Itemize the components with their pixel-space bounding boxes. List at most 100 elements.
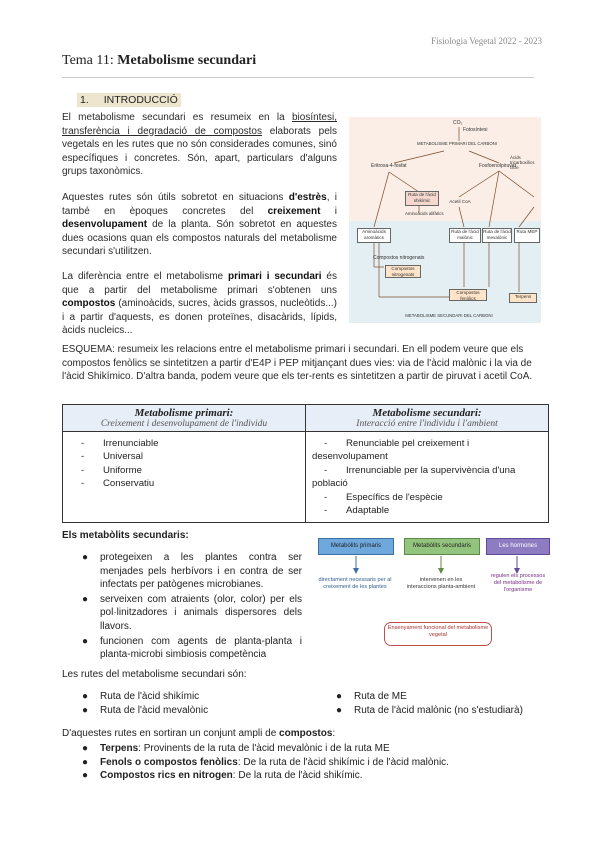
list-item: ●Ruta de l'àcid malònic (no s'estudiarà) — [336, 704, 546, 718]
intro-paragraph-2: Aquestes rutes són útils sobretot en sit… — [62, 191, 337, 259]
dash: - — [81, 478, 85, 490]
diag-shikimic: Ruta de l'àcid shikímic — [405, 191, 439, 206]
p3-text-d: (aminoàcids, sucres, àcids grassos, nucl… — [62, 298, 337, 337]
compounds-intro-text: D'aquestes rutes en sortiran un conjunt … — [62, 728, 277, 739]
dash: - — [324, 491, 328, 503]
list-item: ● Fenols o compostos fenòlics: De la ruta… — [82, 756, 542, 770]
metabolite-types-diagram: Metabòlits primaris Metabòlits secundari… — [314, 538, 550, 648]
compound-desc: : De la ruta de l'àcid shikímic i de l'à… — [237, 756, 449, 768]
dash: - — [324, 505, 328, 517]
list-item: ● Terpens: Provinents de la ruta de l'àci… — [82, 742, 542, 756]
compound-name: Fenols o compostos fenòlics — [100, 756, 238, 768]
list-item-text: serveixen com atraients (olor, color) pe… — [100, 593, 302, 632]
routes-right-list: ● Ruta de ME ●Ruta de l'àcid malònic (no … — [336, 690, 546, 717]
diag-mep: Ruta MEP — [514, 228, 540, 243]
table-list-item: - Universal — [69, 450, 299, 463]
secondary-list: ● protegeixen a les plantes contra ser me… — [82, 551, 302, 662]
compound-name: Terpens — [100, 743, 139, 754]
metabolism-diagram: CO₂ Fotosíntesi METABOLISME PRIMARI DEL … — [349, 117, 541, 323]
bullet: ● — [82, 770, 89, 782]
functional-box: Ensenyament funcional del metabolisme ve… — [384, 622, 492, 646]
dash: - — [81, 451, 85, 463]
primary-list-cell: -Irrenunciable - Universal - Uniforme - Con… — [62, 430, 306, 524]
compound-desc: : De la ruta de l'àcid shikímic. — [232, 770, 363, 782]
list-item: ● protegeixen a les plantes contra ser me… — [82, 551, 302, 592]
box-hormones: Les hormones — [486, 538, 550, 555]
compounds-intro-colon: : — [332, 728, 336, 739]
section-heading: 1. INTRODUCCIÓ — [77, 93, 181, 107]
list-item-text: Ruta de ME — [354, 691, 407, 702]
table-list-item: - Conservatiu — [69, 477, 299, 490]
item-text: Específics de l'espècie — [346, 491, 443, 503]
p3-bold-2: compostos — [62, 298, 116, 310]
list-item: ● Ruta de l'àcid mevalònic — [82, 704, 322, 718]
compound-desc: : Provinents de la ruta de l'àcid mevalò… — [138, 743, 390, 754]
item-text: Conservatiu — [103, 478, 155, 490]
diag-bottom-label: METABOLISME SECUNDARI DEL CARBONI — [405, 313, 493, 318]
diag-left-1: Eritrosa-4-fosfat — [371, 163, 407, 169]
primary-title: Metabolisme primari: — [134, 407, 234, 419]
compounds-intro: D'aquestes rutes en sortiran un conjunt … — [62, 728, 335, 739]
diag-right-1: Fosfoenolpiruvat — [479, 163, 516, 169]
secondary-desc: intervenen en les interaccions planta-am… — [406, 577, 476, 590]
diag-primary-label: METABOLISME PRIMARI DEL CARBONI — [417, 141, 497, 146]
table-row: -Irrenunciable - Universal - Uniforme - Con… — [62, 430, 549, 524]
primary-subtitle: Creixement i desenvolupament de l'indivi… — [100, 419, 268, 429]
box-secondary: Metabòlits secundaris — [404, 538, 480, 555]
list-item-text: Ruta de l'àcid malònic (no s'estudiarà) — [354, 704, 523, 716]
diag-mevalonic: Ruta de l'àcid mevalònic — [482, 228, 512, 243]
p2-text-e: de la planta. Són sobretot en aquestes d… — [62, 219, 337, 258]
list-item-text: protegeixen a les plantes contra ser men… — [100, 552, 302, 591]
diag-aa: Aminoàcids aromàtics — [357, 228, 391, 243]
dash: - — [81, 438, 85, 449]
item-text: Adaptable — [346, 505, 390, 517]
diag-nitrogen: Compostos nitrogenats — [385, 265, 421, 278]
p2-bold-2: creixement — [267, 205, 321, 217]
diag-terpens: Terpens — [509, 293, 537, 303]
compounds-intro-bold: compostos — [279, 728, 333, 739]
esquema-paragraph: ESQUEMA: resumeix les relacions entre el… — [62, 344, 533, 383]
bullet: ● — [336, 691, 343, 702]
section-number: 1. — [80, 94, 89, 106]
table-header-primary: Metabolisme primari: Creixement i desenv… — [62, 404, 306, 432]
diag-top-1: CO₂ — [453, 120, 463, 126]
compounds-list: ● Terpens: Provinents de la ruta de l'àci… — [82, 742, 542, 783]
item-text: Renunciable pel creixement i desenvolupa… — [312, 438, 470, 463]
bullet: ● — [82, 704, 89, 716]
table-header-row: Metabolisme primari: Creixement i desenv… — [62, 404, 549, 432]
intro-paragraph-1: El metabolisme secundari es resumeix en … — [62, 111, 337, 179]
p1-underlined: biosíntesi, transferència i degradació d… — [62, 112, 337, 137]
p2-text-a: Aquestes rutes són útils sobretot en sit… — [62, 192, 284, 203]
item-text: Irrenunciable per la supervivència d'una… — [312, 464, 516, 490]
bullet: ● — [82, 552, 89, 563]
page-title: Tema 11: Metabolisme secundari — [62, 53, 256, 69]
bullet: ● — [82, 743, 89, 754]
diag-top-2: Fotosíntesi — [463, 127, 488, 133]
bullet: ● — [82, 756, 89, 768]
diag-malonic: Ruta de l'àcid malònic — [449, 228, 481, 243]
table-list-item: - Específics de l'espècie — [312, 491, 542, 504]
routes-left-list: ●Ruta de l'àcid shikímic ● Ruta de l'àcid… — [82, 690, 322, 717]
diag-acetyl: Acetil CoA — [449, 199, 471, 204]
compound-name: Compostos rics en nitrogen — [100, 770, 233, 782]
title-divider — [62, 77, 534, 78]
p2-bold-1: d'estrès — [288, 192, 327, 203]
routes-heading: Les rutes del metabolisme secundari són: — [62, 669, 247, 680]
comparison-table: Metabolisme primari: Creixement i desenv… — [62, 404, 549, 524]
list-item-text: Ruta de l'àcid mevalònic — [100, 704, 209, 716]
mini-arrows — [353, 556, 520, 574]
item-text: Universal — [103, 451, 143, 463]
list-item: ●Ruta de l'àcid shikímic — [82, 690, 322, 704]
bullet: ● — [82, 635, 89, 647]
dash: - — [324, 464, 328, 476]
table-list-item: -Irrenunciable — [69, 437, 299, 450]
table-list-item: - Adaptable — [312, 504, 542, 517]
secondary-title: Metabolisme secundari: — [372, 407, 482, 419]
table-list-item: -Renunciable pel creixement i desenvolup… — [312, 437, 542, 464]
title-prefix: Tema 11: — [62, 53, 114, 68]
secondary-heading: Els metabòlits secundaris: — [62, 530, 189, 541]
item-text: Uniforme — [103, 464, 142, 476]
hormones-desc: regulen els processos del metabolisme de… — [490, 573, 546, 593]
intro-paragraph-3: La diferència entre el metabolisme prima… — [62, 270, 337, 338]
diag-n-small: Compostos nitrogenats — [373, 255, 425, 261]
